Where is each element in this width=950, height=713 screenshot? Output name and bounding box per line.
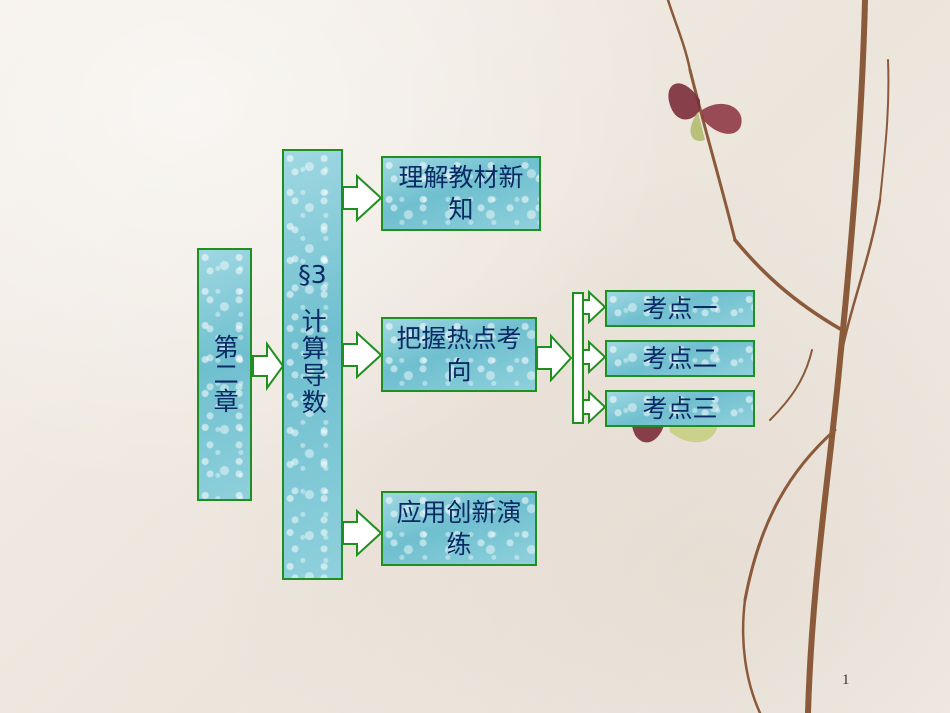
section-box: §3 计算导数 (282, 149, 343, 580)
branch-label: 应用创新演练 (396, 498, 522, 559)
branch-box-1: 理解教材新知 (381, 156, 541, 231)
arrow-to-point-2 (582, 339, 607, 375)
point-label: 考点三 (642, 393, 718, 423)
bracket-bar (572, 292, 584, 424)
arrow-chapter-to-section (252, 340, 285, 392)
right-twig (838, 198, 882, 362)
arrow-to-branch-1 (342, 173, 383, 223)
section-title: 计算导数 (298, 308, 328, 417)
arrow-to-point-1 (582, 289, 607, 325)
right-twig-tip (879, 59, 890, 201)
lower-branch (743, 428, 837, 602)
branch-box-3: 应用创新演练 (381, 491, 537, 566)
arrow-to-point-3 (582, 389, 607, 425)
page-number: 1 (842, 672, 850, 688)
small-twig (769, 349, 813, 421)
point-box-1: 考点一 (605, 290, 755, 327)
point-box-3: 考点三 (605, 390, 755, 427)
lower-twig (741, 598, 762, 713)
side-branch (733, 238, 844, 332)
twig (688, 68, 737, 242)
branch-box-2: 把握热点考向 (381, 317, 537, 392)
arrow-to-branch-2 (342, 330, 383, 380)
chapter-label: 第二章 (210, 334, 240, 415)
twig (666, 0, 692, 72)
butterfly-icon (668, 83, 742, 141)
chapter-box: 第二章 (197, 248, 252, 501)
section-mark: §3 (298, 260, 327, 289)
arrow-to-branch-3 (342, 508, 383, 558)
point-box-2: 考点二 (605, 340, 755, 377)
branch-label: 理解教材新知 (398, 163, 524, 224)
branch-label: 把握热点考向 (396, 324, 522, 385)
point-label: 考点一 (642, 293, 718, 323)
arrow-to-bracket (536, 333, 573, 383)
point-label: 考点二 (642, 343, 718, 373)
